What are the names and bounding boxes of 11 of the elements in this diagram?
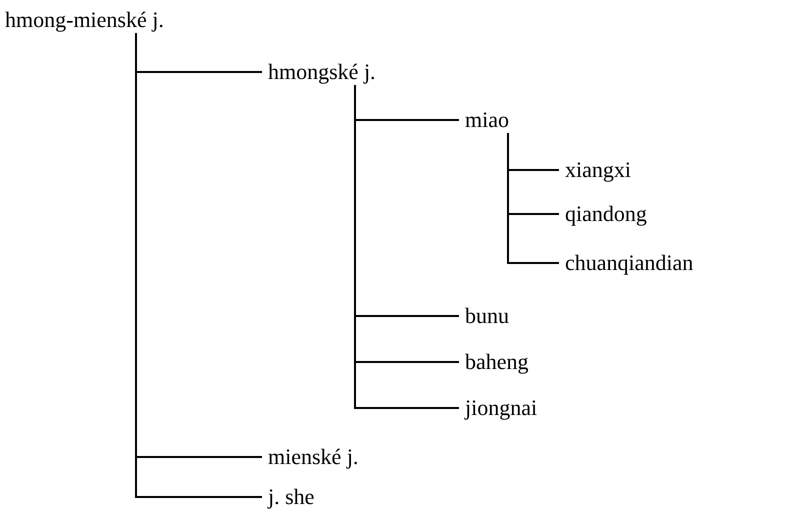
tree-label: xiangxi (559, 157, 631, 183)
tree-label: j. she (262, 484, 314, 510)
tree-label: jiongnai (459, 395, 538, 421)
tree-label: hmong-mienské j. (0, 7, 164, 33)
tree-label: mienské j. (262, 444, 358, 470)
tree-label: chuanqiandian (559, 250, 694, 276)
tree-label: hmongské j. (262, 59, 376, 85)
tree-label: qiandong (559, 201, 647, 227)
tree-label: miao (459, 107, 509, 133)
tree-label: baheng (459, 349, 529, 375)
tree-label: bunu (459, 303, 509, 329)
